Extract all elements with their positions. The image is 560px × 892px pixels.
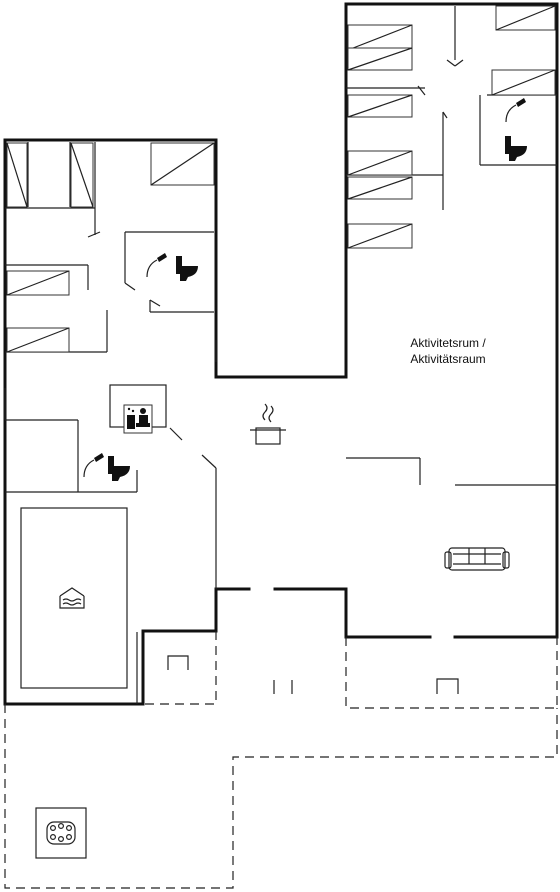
whirlpool-icon: [35, 807, 87, 859]
left-wing-interior: [4, 142, 217, 704]
outdoor-areas: [4, 631, 558, 889]
shower-icon: [146, 253, 167, 278]
toilet-icon: [108, 456, 130, 481]
toilet-icon: [505, 136, 527, 161]
toilet-icon: [176, 256, 198, 281]
shower-icon: [505, 98, 526, 123]
room-label-line-2: Aktivitätsraum: [410, 352, 486, 366]
cooking-pot-icon: [250, 403, 286, 445]
right-wing-interior: [346, 5, 557, 486]
shower-icon: [83, 453, 104, 478]
sauna-icon: [123, 404, 153, 434]
room-label-line-1: Aktivitetsrum /: [410, 336, 486, 350]
sofa-icon: [444, 547, 510, 571]
room-label-activity-room: Aktivitetsrum / Aktivitätsraum: [368, 335, 528, 367]
pool-icon: [59, 587, 85, 609]
